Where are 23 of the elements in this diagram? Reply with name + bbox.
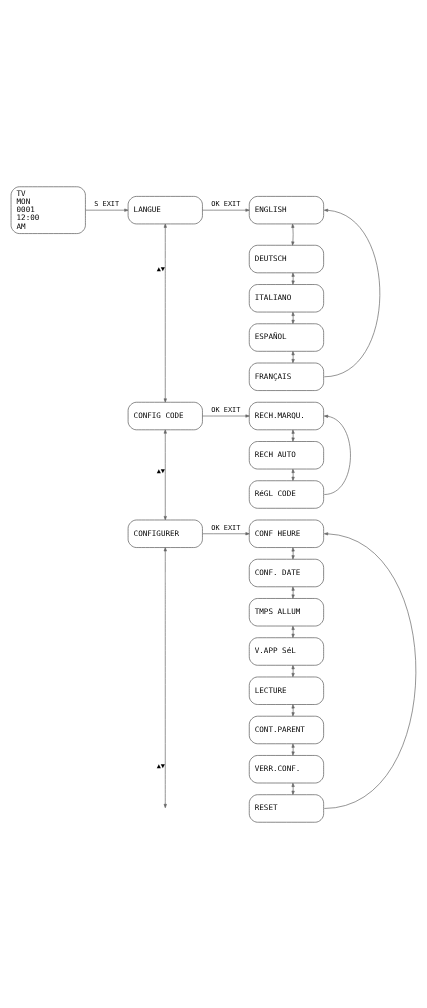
arrow <box>291 350 295 363</box>
arrow <box>163 546 167 808</box>
arrow <box>291 272 295 285</box>
arrow <box>291 743 295 756</box>
arrow <box>291 429 295 442</box>
arrow <box>163 429 167 520</box>
arrow <box>323 531 417 809</box>
arrow <box>323 414 351 495</box>
arrow <box>291 468 295 481</box>
arrow <box>323 208 381 377</box>
arrow <box>202 208 250 212</box>
arrow <box>291 546 295 559</box>
arrow <box>291 223 295 246</box>
arrow <box>291 625 295 638</box>
arrow <box>291 782 295 795</box>
arrow <box>291 311 295 324</box>
arrow <box>291 586 295 599</box>
arrow <box>85 208 129 212</box>
arrow <box>202 413 250 418</box>
arrow <box>291 664 295 677</box>
arrow <box>163 223 167 403</box>
arrow <box>291 703 295 716</box>
arrow <box>202 531 250 535</box>
